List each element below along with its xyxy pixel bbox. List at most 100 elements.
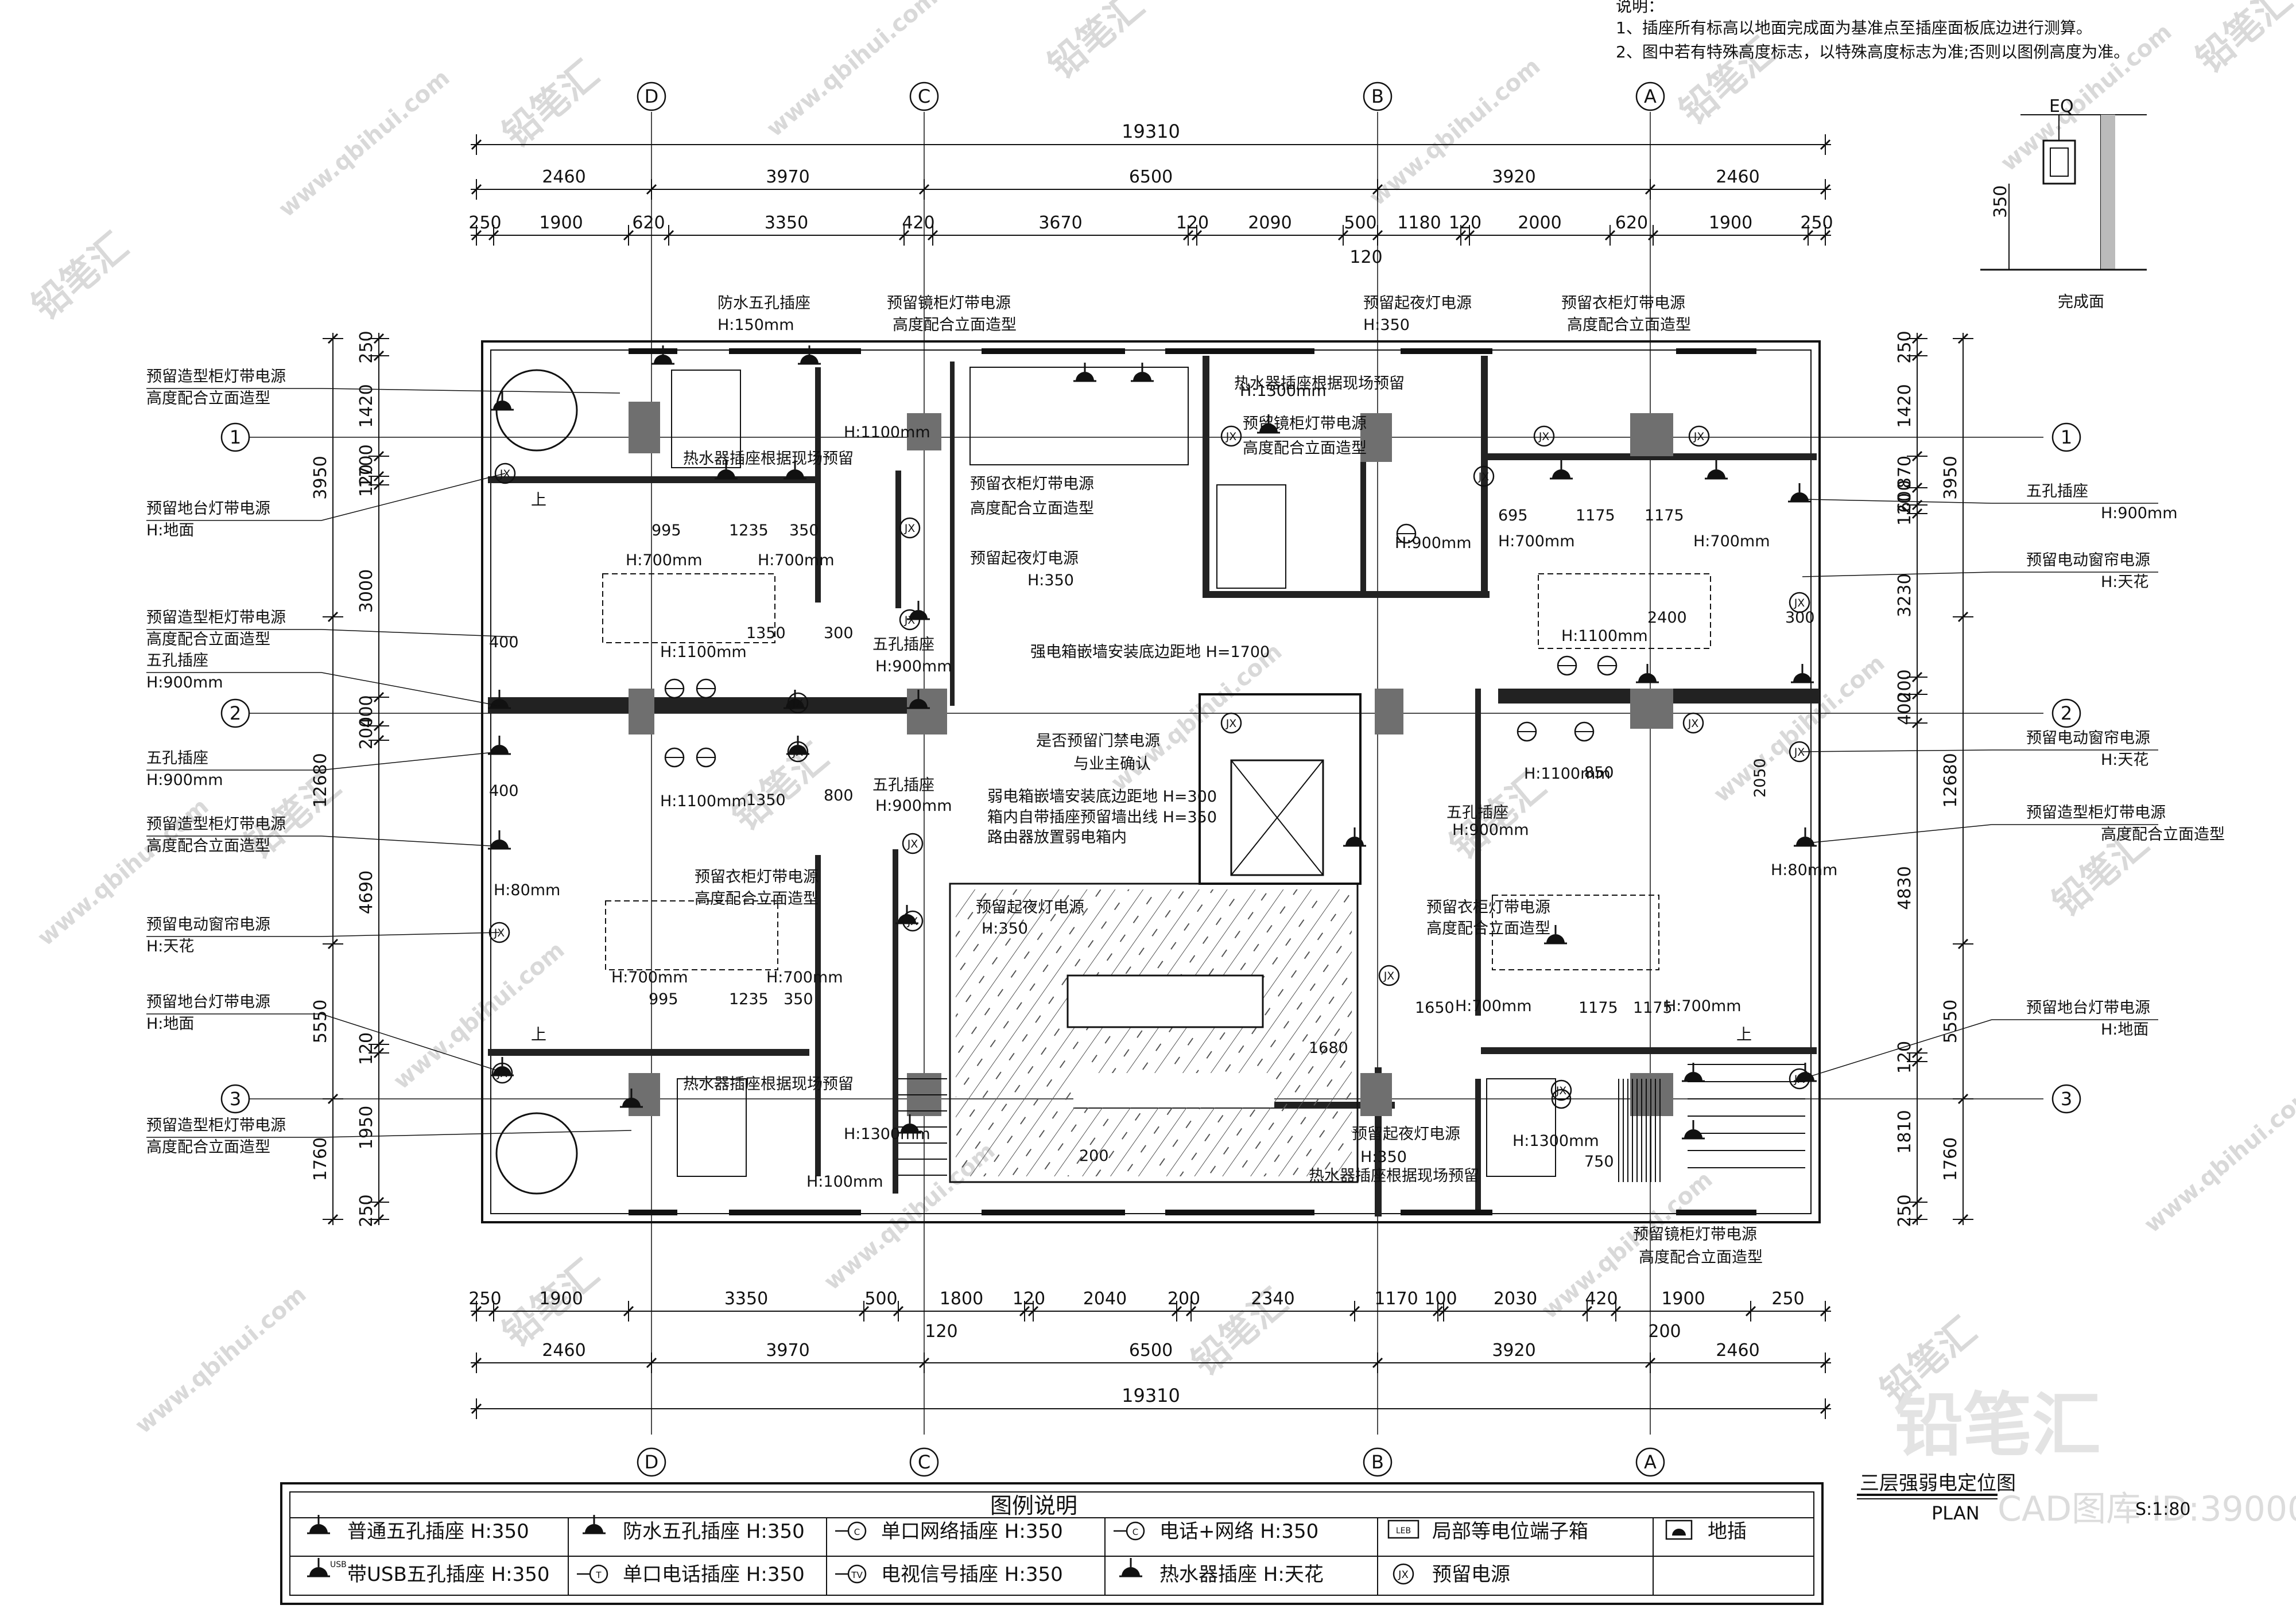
watermark-text: www.qbihui.com xyxy=(389,937,569,1095)
dim-detail-bottom: 200 xyxy=(1168,1289,1200,1309)
grid-bubble-col xyxy=(909,1447,939,1477)
dim-detail-right: 250 xyxy=(1895,331,1915,363)
legend-socket-icon xyxy=(309,1524,328,1533)
dim-1175-b: 1175 xyxy=(1645,507,1684,524)
dim-1650: 1650 xyxy=(1415,999,1455,1017)
label-up-2: 上 xyxy=(531,491,546,509)
dim-detail-top: 2090 xyxy=(1248,213,1292,233)
legend-socket-icon xyxy=(309,1567,328,1576)
dim-400-a: 400 xyxy=(489,634,519,651)
dim-bay-bottom: 3970 xyxy=(766,1340,809,1361)
left-callout-line1: 预留造型柜灯带电源 xyxy=(146,1117,286,1134)
dim-1350-top: 1350 xyxy=(746,624,786,642)
reserved-power-code: JX xyxy=(1225,430,1237,443)
label-h1100-b: H:1100mm xyxy=(660,643,747,661)
five-hole-socket-icon xyxy=(491,1057,514,1076)
label-h1100-e: H:1100mm xyxy=(1524,765,1611,783)
label-h700-h: H:700mm xyxy=(1665,997,1742,1015)
five-hole-socket-icon xyxy=(798,345,821,365)
grid-bubble-col xyxy=(1635,81,1665,111)
label-mirror-mid: 预留镜柜灯带电源 xyxy=(1243,415,1367,433)
grid-bubble-row xyxy=(2051,422,2081,452)
grid-label-col: D xyxy=(645,85,659,107)
grid-label-col: C xyxy=(918,1451,930,1473)
reserved-power-icon xyxy=(491,1062,513,1084)
dim-detail-bottom: 250 xyxy=(1771,1289,1804,1309)
dim-detail-bottom: 1170 xyxy=(1374,1289,1418,1309)
dim-1680: 1680 xyxy=(1309,1039,1348,1057)
dim-detail-top: 120 xyxy=(1449,213,1481,233)
reserved-power-code: JX xyxy=(1693,430,1705,443)
finish-surface-label: 完成面 xyxy=(2058,293,2104,311)
dim-bay-bottom: 6500 xyxy=(1129,1340,1173,1361)
label-h900-c: H:900mm xyxy=(1395,534,1472,552)
reserved-power-icon xyxy=(1688,425,1710,447)
dim-detail-top: 420 xyxy=(902,213,934,233)
label-mirror-mid-fit: 高度配合立面造型 xyxy=(1243,440,1367,457)
label-heater-top-left: 热水器插座根据现场预留 xyxy=(683,450,854,468)
label-h700-f: H:700mm xyxy=(766,969,843,986)
watermark-text: 铅笔汇 xyxy=(725,736,837,839)
dim-detail-right: 250 xyxy=(1895,1194,1915,1227)
dim-bay-left: 5550 xyxy=(311,1000,331,1043)
dim-detail-right: 1810 xyxy=(1895,1110,1915,1153)
dim-400-b: 400 xyxy=(489,782,519,800)
dim-800-a: 800 xyxy=(824,787,854,804)
dim-detail-bottom: 2340 xyxy=(1251,1289,1294,1309)
dim-1175-a: 1175 xyxy=(1576,507,1615,524)
five-hole-socket-icon xyxy=(784,690,806,709)
grid-label-row: 2 xyxy=(230,702,241,724)
dim-detail-bottom: 1900 xyxy=(539,1289,583,1309)
notes-title: 说明： xyxy=(1616,0,1664,15)
reserved-power-code: JX xyxy=(499,468,511,480)
dim-350-top: 350 xyxy=(789,522,819,539)
notes-line-2: 2、图中若有特殊高度标志，以特殊高度标志为准;否则以图例高度为准。 xyxy=(1616,42,2130,61)
drawing-title-block: 三层强弱电定位图 PLAN S:1:80 xyxy=(1857,1472,2191,1524)
dim-detail-left: 250 xyxy=(356,331,377,363)
left-callout-line2: H:900mm xyxy=(146,674,223,691)
grid-label-row: 3 xyxy=(2061,1088,2072,1110)
reserved-power-icon xyxy=(899,517,921,539)
reserved-power-icon xyxy=(1789,592,1810,613)
five-hole-socket-icon xyxy=(491,391,514,411)
dim-bay-top: 2460 xyxy=(542,167,585,187)
dim-detail-bottom: 120 xyxy=(1013,1289,1045,1309)
dim-2400: 2400 xyxy=(1647,609,1687,627)
label-heater-bottom-left: 热水器插座根据现场预留 xyxy=(683,1075,854,1093)
plan-text-labels: 防水五孔插座 H:150mm 预留镜柜灯带电源 高度配合立面造型 预留起夜灯电源… xyxy=(489,294,1837,1266)
watermark-code: CAD图库 ID:39000 xyxy=(1998,1489,2296,1529)
grid-label-col: A xyxy=(1644,85,1657,107)
reserved-power-icon xyxy=(1220,425,1242,447)
reserved-power-code: JX xyxy=(1794,597,1805,609)
grid-label-row: 3 xyxy=(230,1088,241,1110)
label-h100: H:100mm xyxy=(806,1173,883,1191)
dim-total-top: 19310 xyxy=(1122,121,1180,142)
left-callout-line1: 预留造型柜灯带电源 xyxy=(146,609,286,627)
dim-detail-bottom: 500 xyxy=(864,1289,897,1309)
label-h350-bottom: H:350 xyxy=(1360,1148,1407,1166)
dim-bottom-extra: 200 xyxy=(1648,1322,1681,1342)
five-hole-socket-icon xyxy=(1791,664,1814,683)
left-callout-line2: H:900mm xyxy=(146,771,223,789)
label-h900-a: H:900mm xyxy=(875,658,952,675)
label-h350-mid: H:350 xyxy=(1027,572,1074,589)
label-h1300-b: H:1300mm xyxy=(844,1125,930,1143)
socket-height-detail: EQ 350 完成面 xyxy=(1980,96,2147,311)
watermark-brand-large: 铅笔汇 xyxy=(1894,1386,2101,1466)
reserved-power-icon xyxy=(1473,465,1495,487)
legend-item-label: 预留电源 xyxy=(1432,1563,1510,1586)
reserved-power-code: JX xyxy=(907,915,918,928)
dim-750: 750 xyxy=(1584,1153,1614,1171)
eq-height: 350 xyxy=(1991,185,2011,218)
drawing-plan-label: PLAN xyxy=(1932,1502,1980,1524)
legend-socket-icon xyxy=(585,1524,603,1533)
grid-label-row: 1 xyxy=(2061,426,2072,448)
dim-detail-top: 1900 xyxy=(1709,213,1752,233)
dim-detail-top: 1180 xyxy=(1397,213,1441,233)
label-h700-g: H:700mm xyxy=(1455,997,1532,1015)
left-callout-line1: 预留造型柜灯带电源 xyxy=(146,368,286,386)
dim-detail-left: 3000 xyxy=(356,569,377,613)
label-night-light-bottom: 预留起夜灯电源 xyxy=(1352,1125,1460,1143)
grid-bubble-col xyxy=(637,81,666,111)
